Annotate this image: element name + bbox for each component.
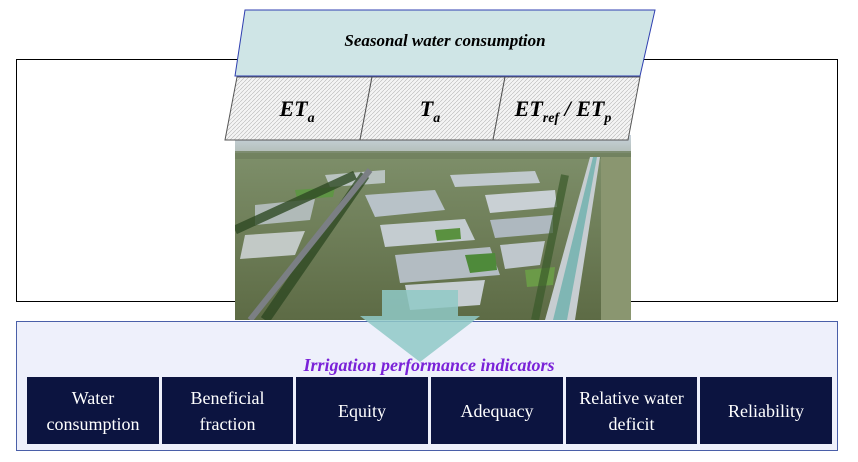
et-potential-main: ET <box>575 96 606 121</box>
et-ref-box: ETref / ETp <box>492 76 641 141</box>
indicator-water-consumption: Water consumption <box>27 377 159 444</box>
panel-title: Irrigation performance indicators <box>303 355 555 375</box>
et-inputs-row: ETa Ta ETref / ETp <box>224 76 641 141</box>
svg-text:ETref / ETp: ETref / ETp <box>514 96 612 126</box>
down-arrow-icon <box>360 290 480 362</box>
indicator-beneficial-fraction: Beneficial fraction <box>162 377 293 444</box>
transpiration-sub: a <box>433 111 440 126</box>
et-ref-sub: ref <box>543 111 561 126</box>
indicator-equity: Equity <box>296 377 428 444</box>
svg-text:Ta: Ta <box>420 96 440 126</box>
indicator-relative-water-deficit: Relative water deficit <box>566 377 697 444</box>
et-ref-sep: / <box>559 96 576 121</box>
et-ref-main: ET <box>514 96 545 121</box>
seasonal-consumption-banner: Seasonal water consumption <box>234 9 656 77</box>
svg-text:ETa: ETa <box>278 96 314 126</box>
et-actual-sub: a <box>308 111 315 126</box>
transpiration-main: T <box>420 96 435 121</box>
indicator-adequacy: Adequacy <box>431 377 563 444</box>
banner-title: Seasonal water consumption <box>344 31 545 50</box>
et-actual-box: ETa <box>224 76 373 141</box>
et-actual-main: ET <box>278 96 309 121</box>
indicator-reliability: Reliability <box>700 377 832 444</box>
transpiration-box: Ta <box>359 76 506 141</box>
et-potential-sub: p <box>603 111 611 126</box>
